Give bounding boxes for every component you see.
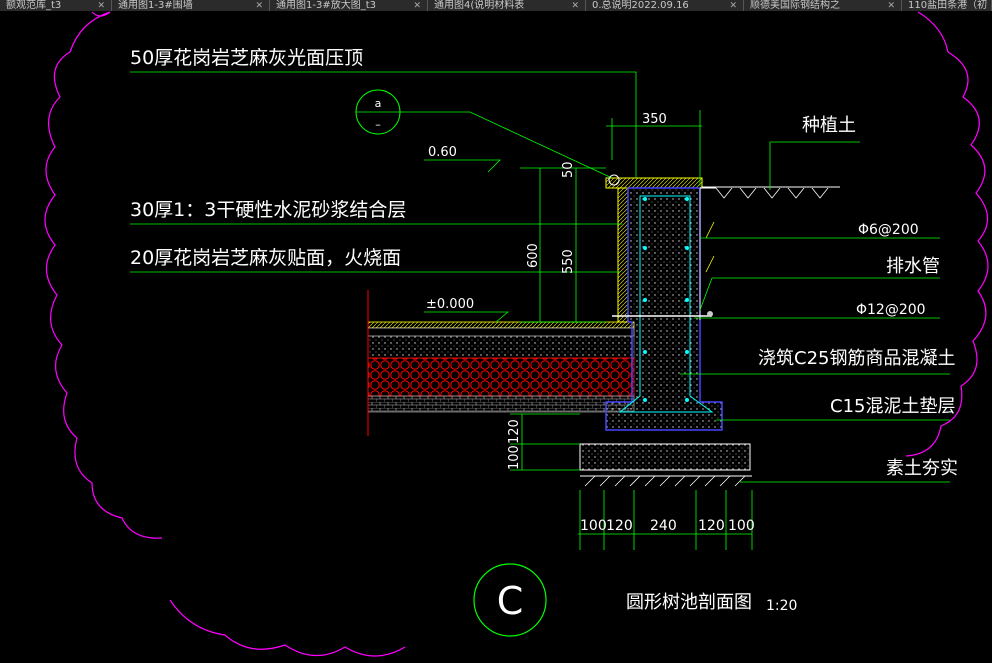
- dim-bottom: 240: [650, 518, 677, 534]
- dim-bottom: 120: [606, 518, 633, 534]
- close-icon[interactable]: ✕: [255, 1, 263, 11]
- elevation-top: 0.60: [428, 145, 457, 160]
- drawing-tab[interactable]: 额观范库_t3 ✕: [0, 0, 112, 11]
- detail-symbol-top: a: [375, 97, 382, 110]
- drawing-tab[interactable]: 顺德美国际钢结构之 ✕: [744, 0, 902, 11]
- close-icon[interactable]: ✕: [729, 1, 737, 11]
- detail-symbol: a –: [355, 89, 620, 186]
- drawing-tab[interactable]: 110盐田条港（初: [902, 0, 992, 11]
- close-icon[interactable]: ✕: [97, 1, 105, 11]
- concrete-cushion: [579, 443, 751, 471]
- tab-label: 通用图1-3#放大图_t3: [276, 0, 376, 11]
- label-rebar-main: Φ12@200: [856, 302, 926, 318]
- planting-soil-symbol: [702, 186, 840, 199]
- label-concrete-c15: C15混泥土垫层: [830, 396, 955, 417]
- dim-top-width: 350: [642, 112, 667, 127]
- elevation-ground: ±0.000: [426, 297, 474, 312]
- section-mark-letter: C: [497, 579, 524, 623]
- dim-wall-height: 600: [526, 243, 541, 268]
- compacted-soil-hatch: [580, 475, 752, 487]
- leader-lines: [130, 71, 950, 483]
- drawing-title: 圆形树池剖面图: [626, 592, 752, 613]
- label-planting-soil: 种植土: [802, 115, 856, 136]
- close-icon[interactable]: ✕: [413, 1, 421, 11]
- label-mortar-layer: 30厚1：3干硬性水泥砂浆结合层: [130, 199, 406, 221]
- paving-layers: [367, 290, 635, 436]
- label-drain-pipe: 排水管: [886, 256, 940, 277]
- drawing-tab[interactable]: 通用图1-3#围墙 ✕: [112, 0, 270, 11]
- drawing-tab[interactable]: 通用图1-3#放大图_t3 ✕: [270, 0, 428, 11]
- label-veneer: 20厚花岗岩芝麻灰贴面，火烧面: [130, 247, 401, 269]
- dim-cushion-height: 100: [507, 445, 522, 470]
- dimension-texts: 350 50 600 550 120 100 100 120 240 120 1…: [507, 112, 755, 534]
- elevation-marks: 0.60 ±0.000: [426, 145, 474, 312]
- detail-symbol-bottom: –: [375, 118, 381, 131]
- label-compacted-soil: 素土夯实: [886, 458, 958, 479]
- tab-label: 额观范库_t3: [6, 0, 62, 11]
- close-icon[interactable]: ✕: [571, 1, 579, 11]
- tab-label: 通用图1-3#围墙: [118, 0, 193, 11]
- annotation-labels: 50厚花岗岩芝麻灰光面压顶 30厚1：3干硬性水泥砂浆结合层 20厚花岗岩芝麻灰…: [130, 47, 958, 614]
- drawing-tab[interactable]: 0.总说明2022.09.16 ✕: [586, 0, 744, 11]
- tab-label: 0.总说明2022.09.16: [592, 0, 689, 11]
- dim-bottom: 100: [728, 518, 755, 534]
- revision-cloud-top: [91, 11, 111, 17]
- cad-drawing-canvas[interactable]: a – 50厚花岗岩芝麻灰光面压顶 30厚1：3干硬性水泥砂浆结合层 20厚花岗…: [0, 11, 992, 659]
- dimension-lines: [510, 110, 753, 550]
- dim-coping-thickness: 50: [561, 161, 576, 178]
- close-icon[interactable]: ✕: [887, 1, 895, 11]
- dim-bottom: 120: [698, 518, 725, 534]
- drawing-scale: 1:20: [766, 598, 797, 614]
- revision-cloud-bottom: [169, 599, 406, 657]
- tree-pool-wall: [605, 177, 723, 431]
- revision-cloud-right: [905, 11, 989, 457]
- drawing-tab[interactable]: 通用图4(说明材料表 ✕: [428, 0, 586, 11]
- tab-label: 110盐田条港（初: [908, 0, 988, 11]
- revision-cloud-left: [44, 11, 163, 539]
- dim-wall-height-inner: 550: [561, 249, 576, 274]
- section-mark: C: [473, 563, 547, 637]
- dim-bottom: 100: [580, 518, 607, 534]
- dim-footing-height: 120: [507, 419, 522, 444]
- label-concrete-c25: 浇筑C25钢筋商品混凝土: [758, 348, 955, 369]
- label-rebar-stirrup: Φ6@200: [858, 222, 919, 238]
- label-top-coping: 50厚花岗岩芝麻灰光面压顶: [130, 47, 363, 69]
- tab-label: 通用图4(说明材料表: [434, 0, 525, 11]
- drawing-tab-bar: 额观范库_t3 ✕ 通用图1-3#围墙 ✕ 通用图1-3#放大图_t3 ✕ 通用图4(…: [0, 0, 992, 11]
- tab-label: 顺德美国际钢结构之: [750, 0, 840, 11]
- section-drawing: a – 50厚花岗岩芝麻灰光面压顶 30厚1：3干硬性水泥砂浆结合层 20厚花岗…: [44, 11, 989, 657]
